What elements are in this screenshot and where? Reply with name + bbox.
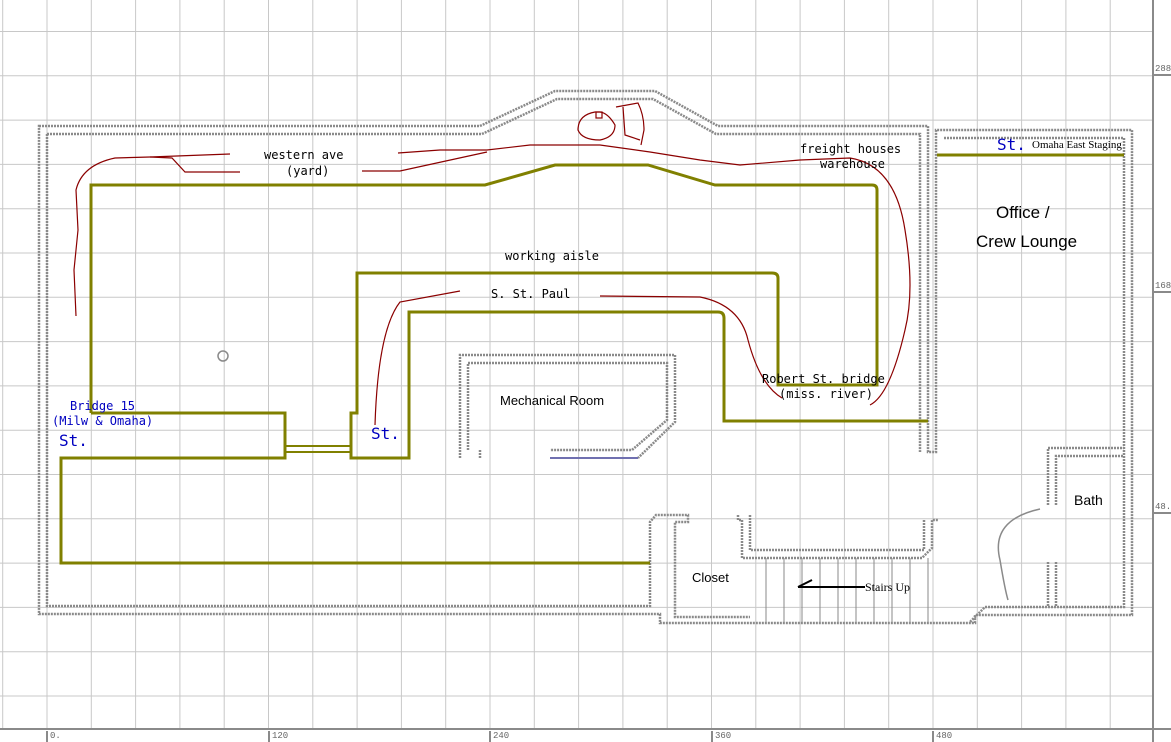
ruler-x-tick: 120 — [272, 731, 289, 741]
track — [59, 153, 1124, 565]
ruler-x-tick: 360 — [715, 731, 732, 741]
label-omaha-east-staging: Omaha East Staging — [1032, 139, 1122, 151]
inner-wall-bottom-left — [45, 134, 750, 619]
label-crew-lounge: Crew Lounge — [976, 232, 1078, 251]
label-mechanical-room: Mechanical Room — [500, 393, 605, 408]
ruler-y-tick: 168 — [1155, 281, 1171, 291]
label-milw-omaha: (Milw & Omaha) — [52, 414, 154, 428]
label-s-st-paul: S. St. Paul — [491, 287, 571, 301]
label-bridge-15: Bridge 15 — [70, 399, 136, 413]
stairs-arrow-icon — [797, 579, 865, 588]
pillar — [217, 350, 229, 362]
label-freight-houses: freight houses — [800, 142, 902, 156]
outer-wall — [37, 89, 1134, 625]
stairs — [765, 558, 929, 622]
label-office: Office / — [996, 203, 1050, 222]
office-inner-wall — [944, 136, 1126, 623]
label-miss-river: (miss. river) — [779, 387, 873, 401]
mechanical-room-wall — [458, 353, 677, 459]
ruler-x-tick: 0. — [50, 731, 61, 741]
label-working-aisle: working aisle — [505, 249, 599, 263]
bath-wall — [1046, 446, 1124, 607]
label-closet: Closet — [692, 570, 729, 585]
ruler-y-tick: 288 — [1155, 64, 1171, 74]
label-western-ave: western ave — [264, 148, 344, 162]
stairs-wall — [736, 515, 938, 560]
ruler-y-tick: 48. — [1155, 502, 1171, 512]
label-warehouse: warehouse — [820, 157, 886, 171]
sketch-lines — [73, 102, 911, 426]
label-bath: Bath — [1074, 492, 1103, 508]
label-robert-st-bridge: Robert St. bridge — [762, 372, 885, 386]
walls — [37, 89, 1134, 625]
track-bridge-15 — [59, 411, 650, 565]
track-bridge-connector — [285, 445, 351, 453]
grid — [0, 0, 1153, 729]
label-staging-east: St. — [997, 135, 1026, 154]
track-outer-loop — [89, 163, 928, 460]
stairs-wall-inner — [748, 515, 926, 552]
inner-wall — [47, 97, 922, 452]
ruler-x-tick: 480 — [936, 731, 953, 741]
label-staging-left: St. — [59, 431, 88, 450]
ruler-x-tick: 240 — [493, 731, 510, 741]
label-stairs-up: Stairs Up — [865, 580, 910, 594]
label-yard: (yard) — [286, 164, 330, 178]
label-staging-middle: St. — [371, 424, 400, 443]
bath-door-swing — [997, 508, 1041, 601]
